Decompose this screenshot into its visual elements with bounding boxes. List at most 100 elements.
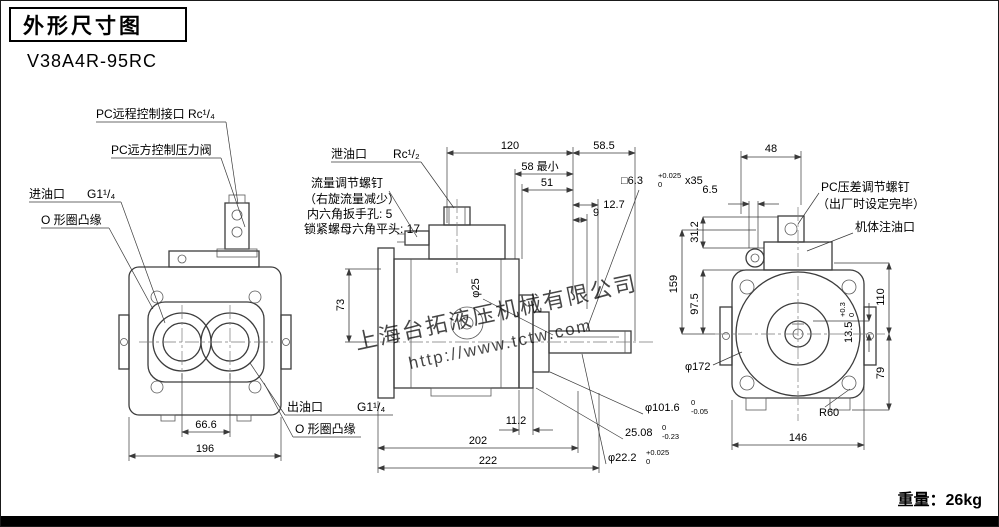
dim-keyway-tol-top: +0.025 (658, 171, 681, 180)
dim-phi22-2-main: φ22.2 (608, 452, 637, 464)
dim-r60: R60 (819, 388, 851, 419)
dim-48: 48 (740, 143, 802, 214)
dim-phi101-6-main: φ101.6 (645, 402, 680, 414)
front-view (118, 194, 292, 422)
dim-31-2-text: 31.2 (689, 221, 701, 242)
dim-48-text: 48 (765, 143, 777, 155)
callout-flow-screw-line3: 内六角扳手孔: 5 (307, 207, 393, 221)
dim-110: 110 (834, 262, 892, 335)
dim-keyway-tol-bot: 0 (658, 180, 662, 189)
model-number: V38A4R-95RC (27, 51, 158, 71)
dim-73-text: 73 (335, 299, 347, 311)
callout-body-oil-port-text: 机体注油口 (855, 219, 915, 234)
callout-inlet-size: G1¹/₄ (87, 187, 115, 201)
dim-keyway-main: □6.3 (621, 175, 643, 187)
dim-79-text: 79 (875, 367, 887, 379)
watermark: 上海台拓液压机械有限公司 http://www.tctw.com (353, 270, 640, 373)
dim-25-08-tol-top: 0 (662, 423, 666, 432)
dim-phi101-6-tol-bot: -0.05 (691, 407, 708, 416)
dim-9: 9 (572, 207, 599, 309)
dim-keyway-suffix: x35 (685, 175, 703, 187)
dim-51: 51 (521, 177, 574, 259)
callout-pc-remote-port-text: PC远程控制接口 Rc¹/₄ (96, 106, 215, 121)
dim-phi101-6: φ101.6 0 -0.05 (549, 371, 708, 416)
dim-r60-text: R60 (819, 407, 839, 419)
dim-110-text: 110 (875, 288, 887, 306)
dim-58-min-text: 58 最小 (521, 160, 558, 173)
dim-25-08-tol-bot: -0.23 (662, 432, 679, 441)
dim-11-2-text: 11.2 (506, 415, 527, 427)
callout-pc-remote-valve-text: PC远方控制压力阀 (111, 142, 212, 157)
callout-drain: 泄油口 Rc¹/₂ (331, 147, 455, 209)
callout-pc-diff-screw-text: PC压差调节螺钉 (821, 180, 910, 194)
dim-phi25: φ25 (470, 278, 554, 336)
callout-inlet-text: 进油口 (29, 187, 65, 201)
rear-view (715, 207, 885, 421)
dim-58-5: 58.5 (572, 140, 636, 341)
dim-13-5: 13.5 +0.3 0 (813, 302, 872, 352)
bottom-bar (1, 516, 998, 526)
dim-196: 196 (128, 417, 282, 461)
dim-146-text: 146 (789, 432, 807, 444)
page-title: 外形尺寸图 (23, 14, 143, 38)
callout-oring-flange-inlet-text: O 形圈凸缘 (41, 213, 102, 227)
dim-202-text: 202 (469, 435, 487, 447)
callout-flow-screw-line1: 流量调节螺钉 (311, 176, 383, 190)
dim-97-5: 97.5 (689, 269, 764, 335)
dim-146: 146 (731, 367, 865, 450)
dim-202: 202 (377, 391, 579, 473)
callout-oring-flange-outlet: O 形圈凸缘 (263, 382, 361, 438)
dim-159: 159 (668, 229, 756, 335)
dim-13-5-tol-bot: 0 (847, 313, 856, 317)
callout-inlet: 进油口 G1¹/₄ (29, 187, 166, 324)
dim-66-6-text: 66.6 (195, 419, 216, 431)
dim-120-text: 120 (501, 140, 519, 152)
callout-outlet: 出油口 G1¹/₄ (249, 362, 393, 416)
dim-25-08-main: 25.08 (625, 427, 653, 439)
weight-label: 重量：26kg (897, 492, 982, 509)
callout-pc-remote-valve: PC远方控制压力阀 (111, 142, 246, 228)
dim-97-5-text: 97.5 (689, 293, 701, 314)
callout-outlet-text: 出油口 (287, 400, 323, 414)
dim-51-text: 51 (541, 177, 553, 189)
dim-phi101-6-tol-top: 0 (691, 398, 695, 407)
callout-body-oil-port: 机体注油口 (806, 219, 915, 252)
dim-11-2: 11.2 (499, 374, 553, 435)
dim-222-text: 222 (479, 455, 497, 467)
callout-pc-diff-screw: PC压差调节螺钉 （出厂时设定完毕） (797, 180, 925, 225)
dim-phi22-2-tol-bot: 0 (646, 457, 650, 466)
callout-oring-flange-inlet: O 形圈凸缘 (41, 213, 154, 310)
dim-13-5-text: 13.5 (843, 322, 855, 343)
dim-phi25-text: φ25 (470, 278, 482, 297)
dim-31-2: 31.2 (689, 216, 778, 249)
dim-73: 73 (335, 268, 381, 343)
dim-120: 120 (446, 140, 574, 293)
dim-12-7: 12.7 (572, 199, 625, 299)
dim-6-5-text: 6.5 (702, 184, 717, 196)
dim-phi22-2: φ22.2 +0.025 0 (581, 353, 669, 466)
dim-58-5-text: 58.5 (593, 140, 614, 152)
dim-196-text: 196 (196, 443, 214, 455)
dim-79: 79 (852, 333, 892, 411)
dim-58-min: 58 最小 (514, 160, 574, 259)
dim-9-text: 9 (593, 207, 599, 219)
callout-oring-flange-outlet-text: O 形圈凸缘 (295, 422, 356, 436)
callout-flow-screw-line2: （右旋流量减少） (304, 191, 400, 206)
dim-6-5: 6.5 (702, 184, 779, 248)
callout-pc-remote-port: PC远程控制接口 Rc¹/₄ (96, 106, 239, 205)
side-view (363, 199, 653, 399)
callout-pc-diff-screw-note: （出厂时设定完毕） (817, 196, 925, 211)
title-box: 外形尺寸图 (9, 7, 187, 42)
dim-25-08: 25.08 0 -0.23 (535, 387, 679, 441)
callout-drain-text: 泄油口 (331, 147, 367, 161)
dim-phi172-text: φ172 (685, 361, 711, 373)
callout-outlet-size: G1¹/₄ (357, 400, 385, 414)
dim-222: 222 (377, 393, 600, 473)
dim-159-text: 159 (668, 275, 680, 293)
dim-phi22-2-tol-top: +0.025 (646, 448, 669, 457)
callout-flow-screw: 流量调节螺钉 （右旋流量减少） 内六角扳手孔: 5 锁紧螺母六角平头: 17 (304, 176, 420, 238)
callout-flow-screw-line4: 锁紧螺母六角平头: 17 (304, 221, 420, 236)
dim-12-7-text: 12.7 (603, 199, 624, 211)
